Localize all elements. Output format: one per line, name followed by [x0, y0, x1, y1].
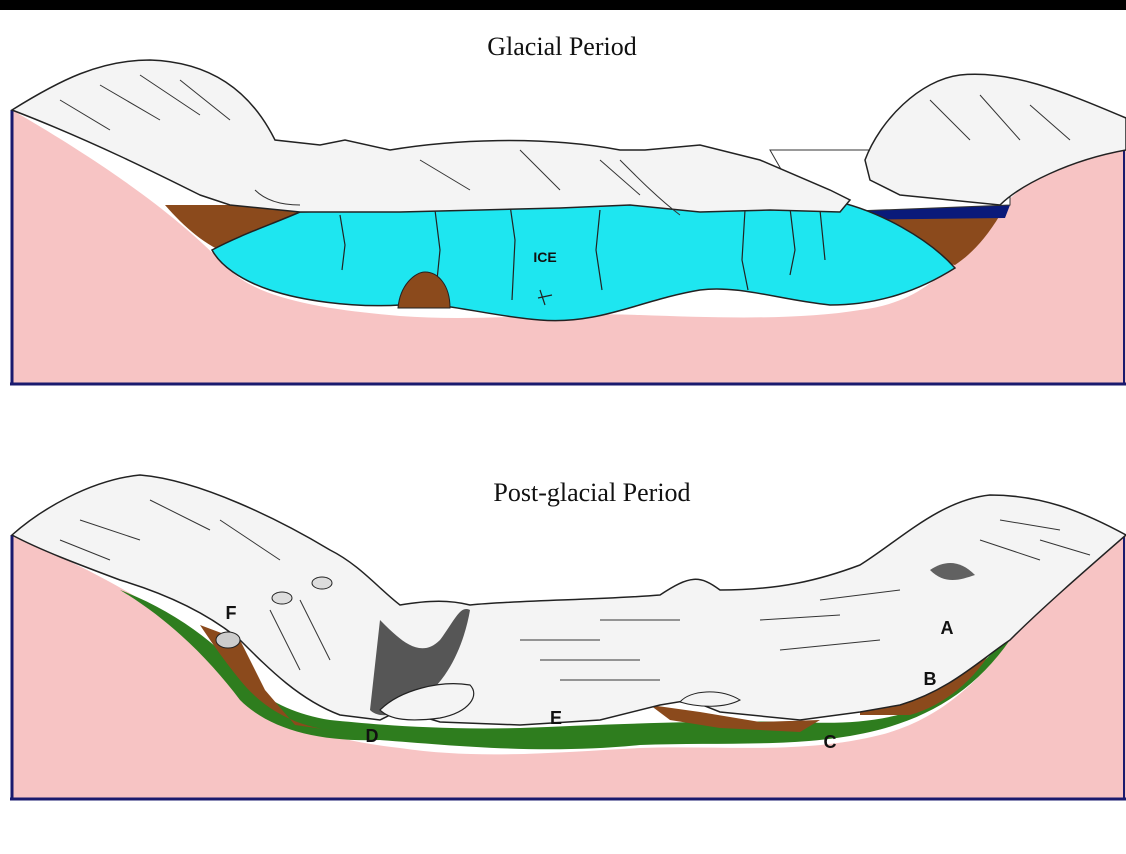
label-a: A [941, 618, 954, 638]
snow-mountains-glacial [12, 60, 850, 212]
label-b: B [924, 669, 937, 689]
label-e: E [550, 708, 562, 728]
crater-1 [272, 592, 292, 604]
label-f: F [226, 603, 237, 623]
post-glacial-title: Post-glacial Period [493, 478, 690, 507]
label-c: C [824, 732, 837, 752]
glacial-title: Glacial Period [487, 32, 636, 61]
glacial-panel: Glacial Period ICE [10, 32, 1126, 385]
top-bar [0, 0, 1126, 10]
label-d: D [366, 726, 379, 746]
boulder-f [216, 632, 240, 648]
ice-label: ICE [533, 249, 556, 265]
crater-2 [312, 577, 332, 589]
ice-body [212, 200, 955, 321]
post-glacial-panel: Post-glacial Period A B C D E F [10, 475, 1126, 800]
